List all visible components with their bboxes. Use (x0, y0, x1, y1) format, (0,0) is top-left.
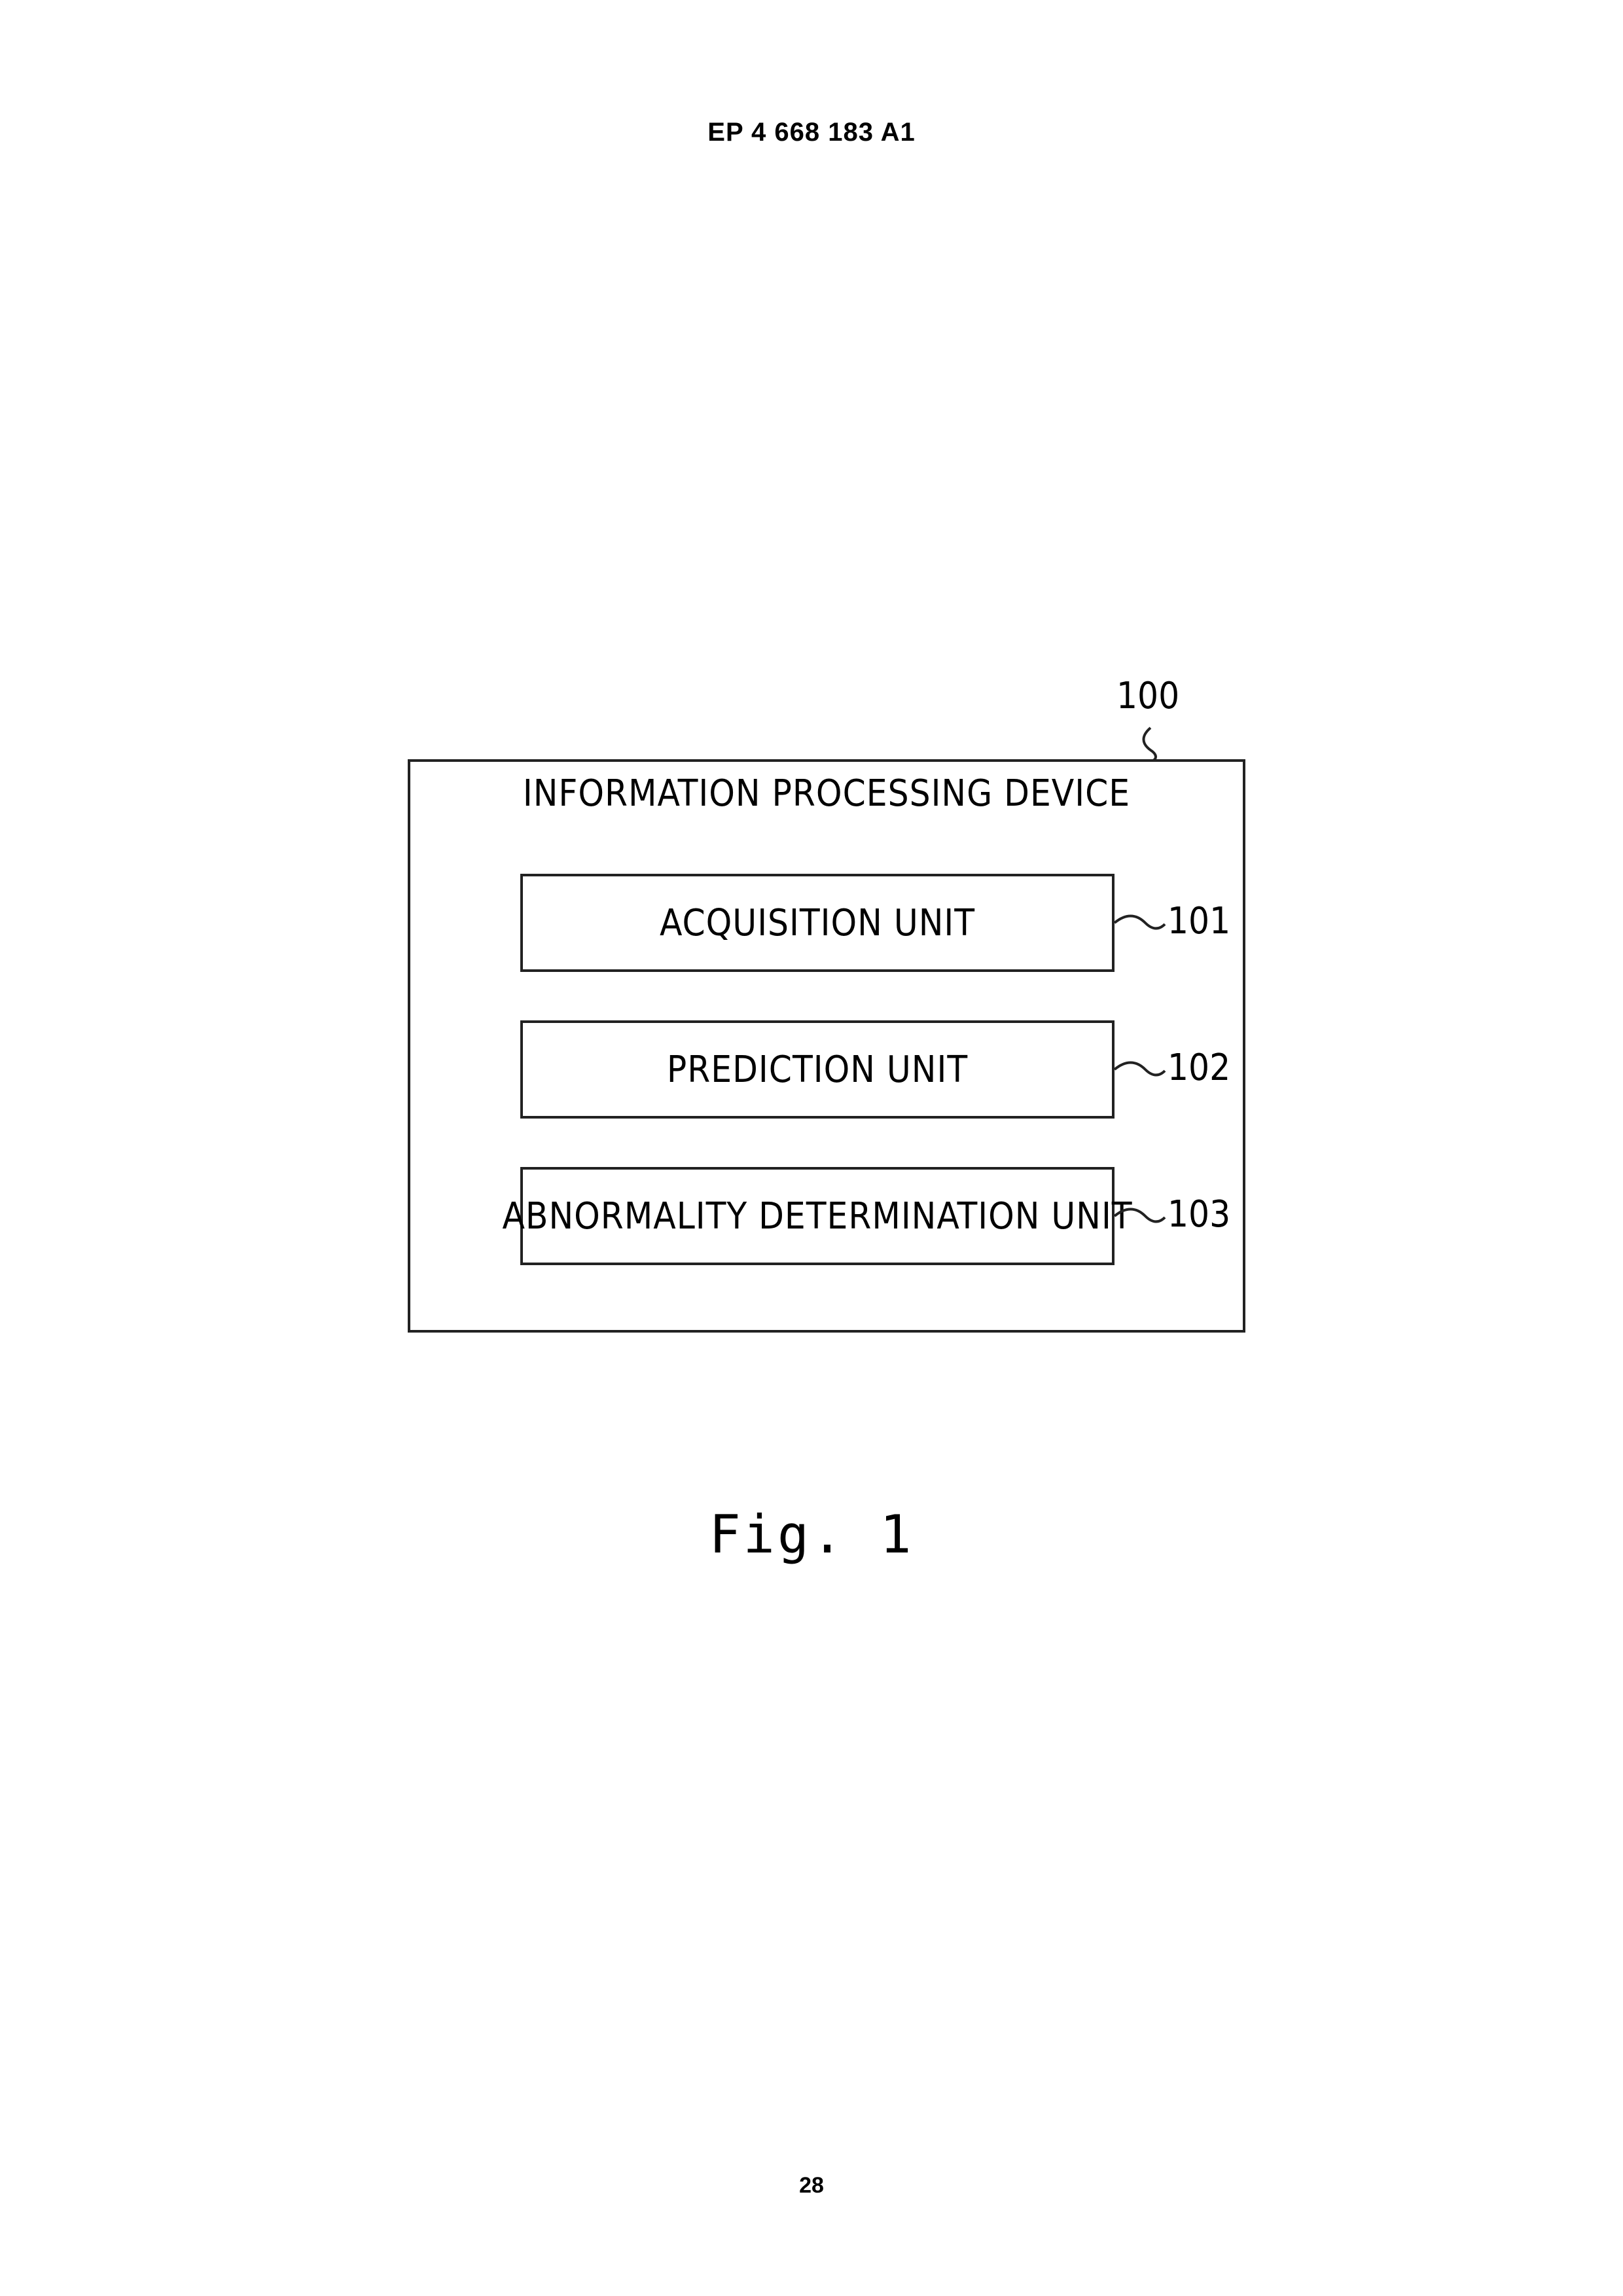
acquisition-unit-reference-number: 101 (1168, 903, 1230, 940)
device-leader-line (1144, 728, 1156, 761)
device-label: INFORMATION PROCESSING DEVICE (408, 772, 1245, 815)
prediction-unit-box: PREDICTION UNIT (520, 1020, 1115, 1119)
page-number: 28 (0, 2173, 1623, 2198)
figure-caption: Fig. 1 (0, 1504, 1623, 1565)
acquisition-unit-box: ACQUISITION UNIT (520, 874, 1115, 972)
device-reference-number: 100 (1116, 678, 1179, 715)
publication-number: EP 4 668 183 A1 (0, 118, 1623, 147)
prediction-unit-reference-number: 102 (1168, 1050, 1230, 1086)
abnormality-determination-unit-reference-number: 103 (1168, 1196, 1230, 1233)
abnormality-determination-unit-box: ABNORMALITY DETERMINATION UNIT (520, 1167, 1115, 1265)
